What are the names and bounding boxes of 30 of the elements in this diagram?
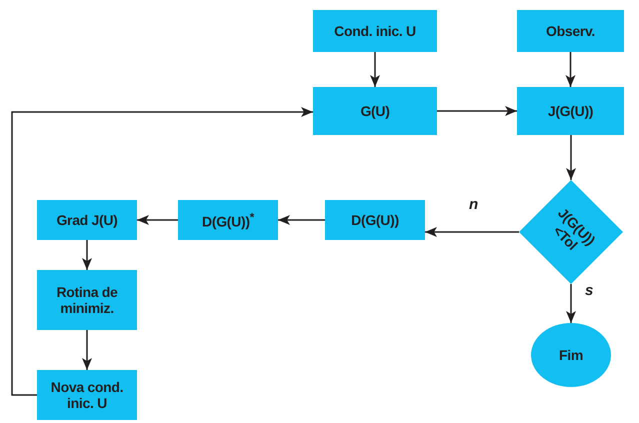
arrow [566,284,576,323]
arrow [370,52,380,87]
arrow [566,135,576,180]
process-box [37,270,137,330]
process-box [37,200,137,240]
process-box [313,87,437,135]
node-label: Grad J(U) [56,212,118,228]
process-box [178,200,278,240]
node-label: Observ. [546,22,595,40]
node-label: J(G(U)) [548,102,594,120]
arrow [425,227,519,237]
arrow [278,215,325,225]
process-box [325,200,425,240]
node-label: Cond. inic. U [334,22,416,40]
arrow [11,107,313,396]
node-label: D(G(U))$^{*}$ [202,210,254,230]
arrow [566,52,576,87]
node-label: Fim [559,346,583,364]
process-box [313,10,437,52]
node-label: Nova cond. inic. U [50,378,124,412]
arrow [82,330,92,370]
node-label: D(G(U)) [351,212,399,228]
process-box [517,10,624,52]
node-label: G(U) [360,102,390,120]
arrow [437,106,517,116]
node-label: Rotina de minimiz. [55,284,119,316]
arrow [137,215,178,225]
process-box [37,370,137,420]
arrow [82,240,92,270]
process-box [517,87,624,135]
